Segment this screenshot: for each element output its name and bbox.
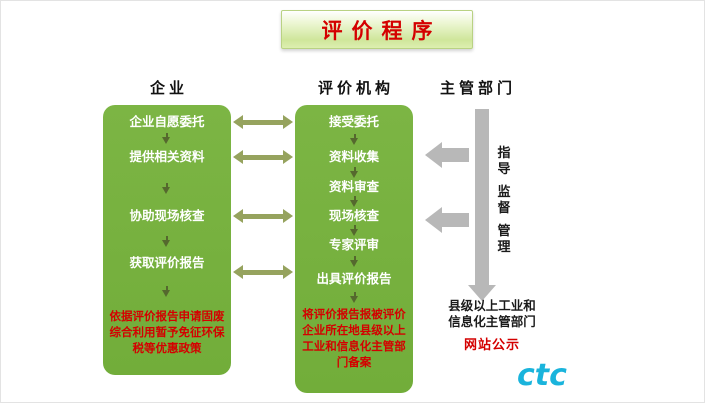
agency-step-accept: 接受委托 [328, 115, 379, 129]
double-arrow-icon [233, 209, 293, 223]
authority-role-labels: 指导 监督 管理 [497, 145, 511, 255]
agency-step-review: 资料审查 [328, 180, 379, 194]
double-arrow-icon [233, 115, 293, 129]
column-header-agency: 评价机构 [317, 80, 394, 97]
enterprise-step-assist-onsite: 协助现场核查 [129, 209, 205, 223]
ctc-logo: ctc [517, 358, 567, 393]
down-arrow-icon [350, 134, 359, 145]
down-arrow-icon [350, 167, 359, 178]
agency-box [295, 105, 413, 393]
label-manage: 管理 [497, 223, 511, 254]
label-guide: 指导 [497, 145, 511, 176]
enterprise-note: 依据评价报告申请固废 综合利用暂予免征环保 税等优惠政策 [109, 311, 225, 355]
double-arrow-icon [233, 265, 293, 279]
down-arrow-icon [162, 286, 171, 297]
down-arrow-icon [350, 225, 359, 236]
double-arrow-icon [233, 150, 293, 164]
column-header-enterprise: 企业 [149, 80, 188, 97]
down-arrow-icon [350, 256, 359, 267]
title-banner: 评价程序 [281, 10, 473, 49]
enterprise-step-provide-materials: 提供相关资料 [129, 150, 205, 164]
down-arrow-icon [162, 236, 171, 247]
authority-note: 县级以上工业和 信息化主管部门 [448, 299, 536, 329]
authority-down-arrow-icon [468, 109, 496, 301]
down-arrow-icon [162, 183, 171, 194]
authority-note-publicity: 网站公示 [463, 337, 520, 352]
agency-step-collect: 资料收集 [328, 150, 379, 164]
enterprise-step-get-report: 获取评价报告 [129, 256, 205, 270]
down-arrow-icon [350, 292, 359, 303]
label-supervise: 监督 [497, 184, 511, 215]
down-arrow-icon [350, 196, 359, 207]
agency-step-issue-report: 出具评价报告 [316, 272, 392, 286]
left-block-arrow-icon [425, 207, 469, 233]
down-arrow-icon [162, 133, 171, 144]
agency-step-expert: 专家评审 [328, 238, 379, 252]
agency-note: 将评价报告报被评价 企业所在地县级以上 工业和信息化主管部 门备案 [302, 309, 406, 369]
agency-step-onsite: 现场核查 [328, 209, 379, 223]
left-block-arrow-icon [425, 142, 469, 168]
page-title: 评价程序 [321, 19, 442, 43]
enterprise-step-entrust: 企业自愿委托 [129, 115, 205, 129]
column-header-authority: 主管部门 [439, 80, 516, 97]
